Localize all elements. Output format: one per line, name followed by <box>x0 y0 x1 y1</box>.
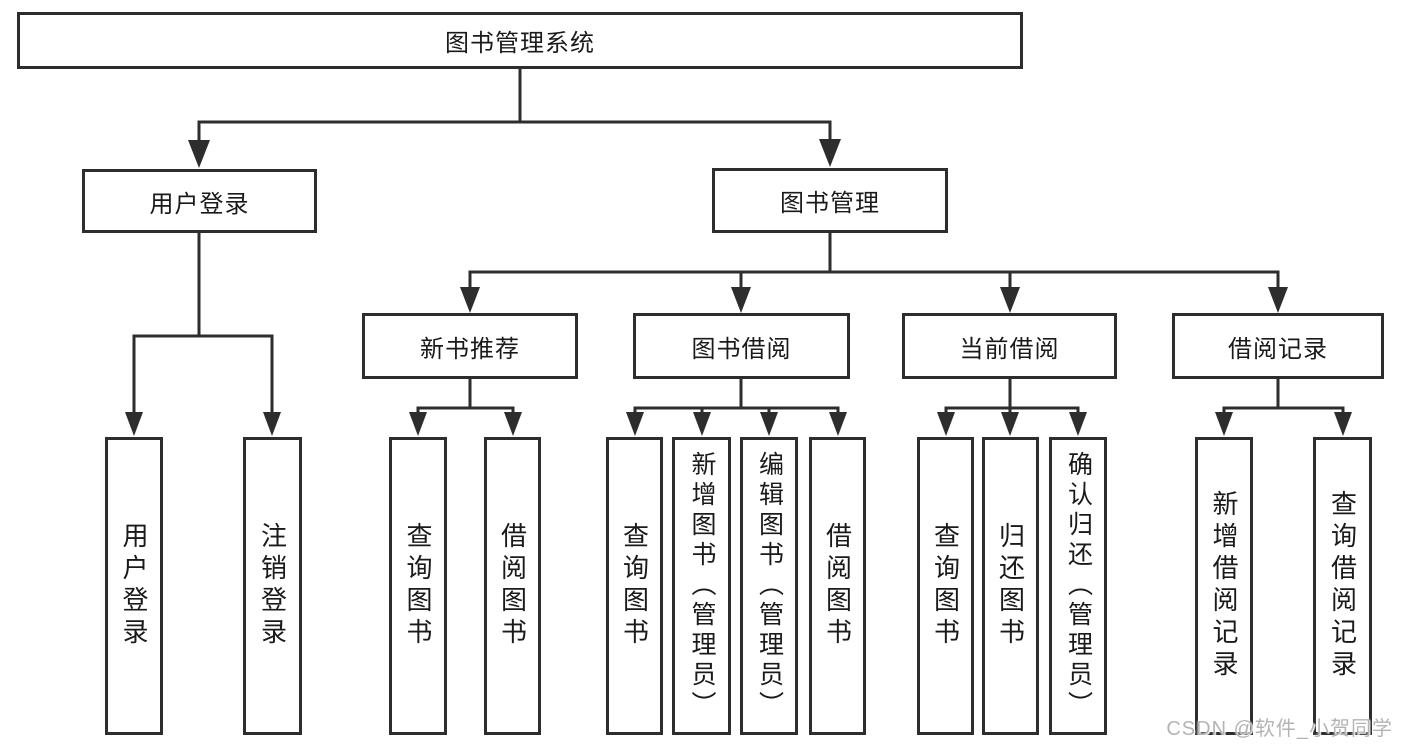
leaf-label: 借阅图书 <box>497 522 528 650</box>
arrowheads-level3 <box>460 287 1288 313</box>
node-label: 当前借阅 <box>959 335 1060 363</box>
edge-book-borrow-to-leaves <box>633 377 840 432</box>
node-label: 图书管理 <box>780 190 880 217</box>
node-new-book-recommend: 新书推荐 <box>362 313 578 379</box>
edge-user-login-to-leaves <box>132 231 274 432</box>
node-user-login-group: 用户登录 <box>82 169 317 233</box>
leaf-borrow-query-books: 查询图书 <box>606 437 663 735</box>
arrowheads-level2 <box>188 139 841 168</box>
leaf-borrow-add-book-admin: 新增图书（管理员） <box>672 437 731 735</box>
leaf-label: 注销登录 <box>257 522 288 650</box>
leaf-label: 查询图书 <box>930 522 961 650</box>
edge-root-to-level2 <box>197 67 832 162</box>
arrowheads-book-borrow-leaves <box>626 412 847 436</box>
leaf-label: 借阅图书 <box>822 522 853 650</box>
leaf-newbook-borrow-books: 借阅图书 <box>484 437 541 735</box>
node-label: 用户登录 <box>149 190 250 218</box>
leaf-label: 用户登录 <box>119 522 149 650</box>
leaf-label: 查询图书 <box>403 522 433 650</box>
leaf-label: 新增借阅记录 <box>1209 490 1239 682</box>
leaf-label: 新增图书（管理员） <box>688 451 716 721</box>
arrowheads-new-book-leaves <box>409 412 522 436</box>
csdn-watermark: CSDN @软件_小贺同学 <box>1166 718 1393 740</box>
leaf-label: 查询图书 <box>619 522 650 650</box>
node-library-management-system: 图书管理系统 <box>17 12 1023 69</box>
edge-new-book-to-leaves <box>416 377 515 432</box>
leaf-current-query-books: 查询图书 <box>917 437 974 735</box>
node-label: 新书推荐 <box>420 335 520 363</box>
leaf-records-add-borrow-record: 新增借阅记录 <box>1195 437 1253 735</box>
leaf-label: 编辑图书（管理员） <box>755 451 784 721</box>
leaf-logout: 注销登录 <box>243 437 302 735</box>
leaf-records-query-borrow-record: 查询借阅记录 <box>1313 437 1372 735</box>
arrowheads-current-borrow-leaves <box>937 412 1087 436</box>
leaf-newbook-query-books: 查询图书 <box>389 437 447 735</box>
node-label: 图书管理系统 <box>445 30 595 57</box>
node-book-management: 图书管理 <box>712 168 948 233</box>
arrowheads-user-leaves <box>125 412 281 436</box>
leaf-user-login: 用户登录 <box>105 437 163 735</box>
leaf-current-confirm-return-admin: 确认归还（管理员） <box>1049 437 1107 735</box>
leaf-label: 归还图书 <box>995 522 1026 650</box>
leaf-borrow-edit-book-admin: 编辑图书（管理员） <box>740 437 798 735</box>
leaf-current-return-books: 归还图书 <box>982 437 1039 735</box>
node-current-borrowing: 当前借阅 <box>902 313 1117 379</box>
edge-book-management-to-level3 <box>468 230 1280 308</box>
leaf-borrow-borrow-books: 借阅图书 <box>809 437 866 735</box>
node-book-borrowing: 图书借阅 <box>633 313 850 379</box>
leaf-label: 确认归还（管理员） <box>1064 451 1093 721</box>
edge-borrow-records-to-leaves <box>1222 377 1345 432</box>
node-borrowing-records: 借阅记录 <box>1172 313 1384 379</box>
leaf-label: 查询借阅记录 <box>1327 490 1358 682</box>
node-label: 图书借阅 <box>691 335 792 363</box>
node-label: 借阅记录 <box>1228 335 1328 363</box>
arrowheads-borrow-records-leaves <box>1215 412 1352 436</box>
